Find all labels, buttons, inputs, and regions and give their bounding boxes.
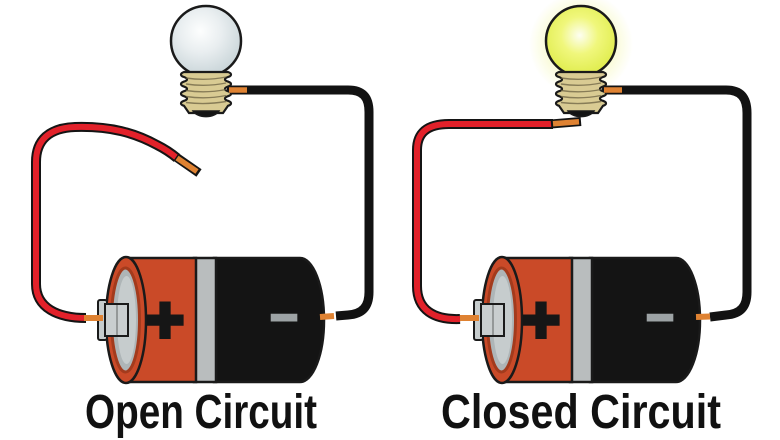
battery-open: + − [97, 255, 326, 385]
minus-symbol: − [270, 292, 298, 345]
bulb-open [169, 4, 243, 118]
bulb-glass-on [544, 4, 618, 78]
bulb-bottom-contact [191, 110, 221, 118]
bulb-thread-lines [185, 76, 227, 105]
bulb-thread-lines [560, 76, 602, 105]
open-circuit: + − Open Circuit [31, 4, 374, 439]
closed-circuit: + − Clos [412, 0, 752, 439]
bulb-glass-off [169, 4, 243, 78]
copper-tip-contact-closed [552, 119, 580, 127]
plus-symbol: + [522, 282, 561, 356]
minus-symbol: − [646, 292, 674, 345]
copper-tip-negative-closed [695, 313, 711, 320]
black-wire-closed [602, 85, 752, 322]
plus-symbol: + [146, 282, 185, 356]
closed-circuit-label: Closed Circuit [441, 386, 721, 439]
red-wire-open [33, 123, 179, 321]
bare-wire-tip-open [175, 155, 199, 174]
battery-band [568, 256, 594, 384]
bulb-closed [529, 0, 633, 118]
open-circuit-label: Open Circuit [85, 386, 317, 439]
battery-closed: + − [473, 255, 702, 385]
copper-tip-negative-open [319, 313, 335, 320]
battery-band [192, 256, 218, 384]
battery-negative-section [588, 256, 702, 384]
bulb-bottom-contact [566, 110, 596, 118]
black-wire-open [227, 85, 374, 321]
red-wire-closed [414, 121, 553, 323]
bulb-base-group [554, 70, 608, 118]
battery-negative-section [212, 256, 326, 384]
